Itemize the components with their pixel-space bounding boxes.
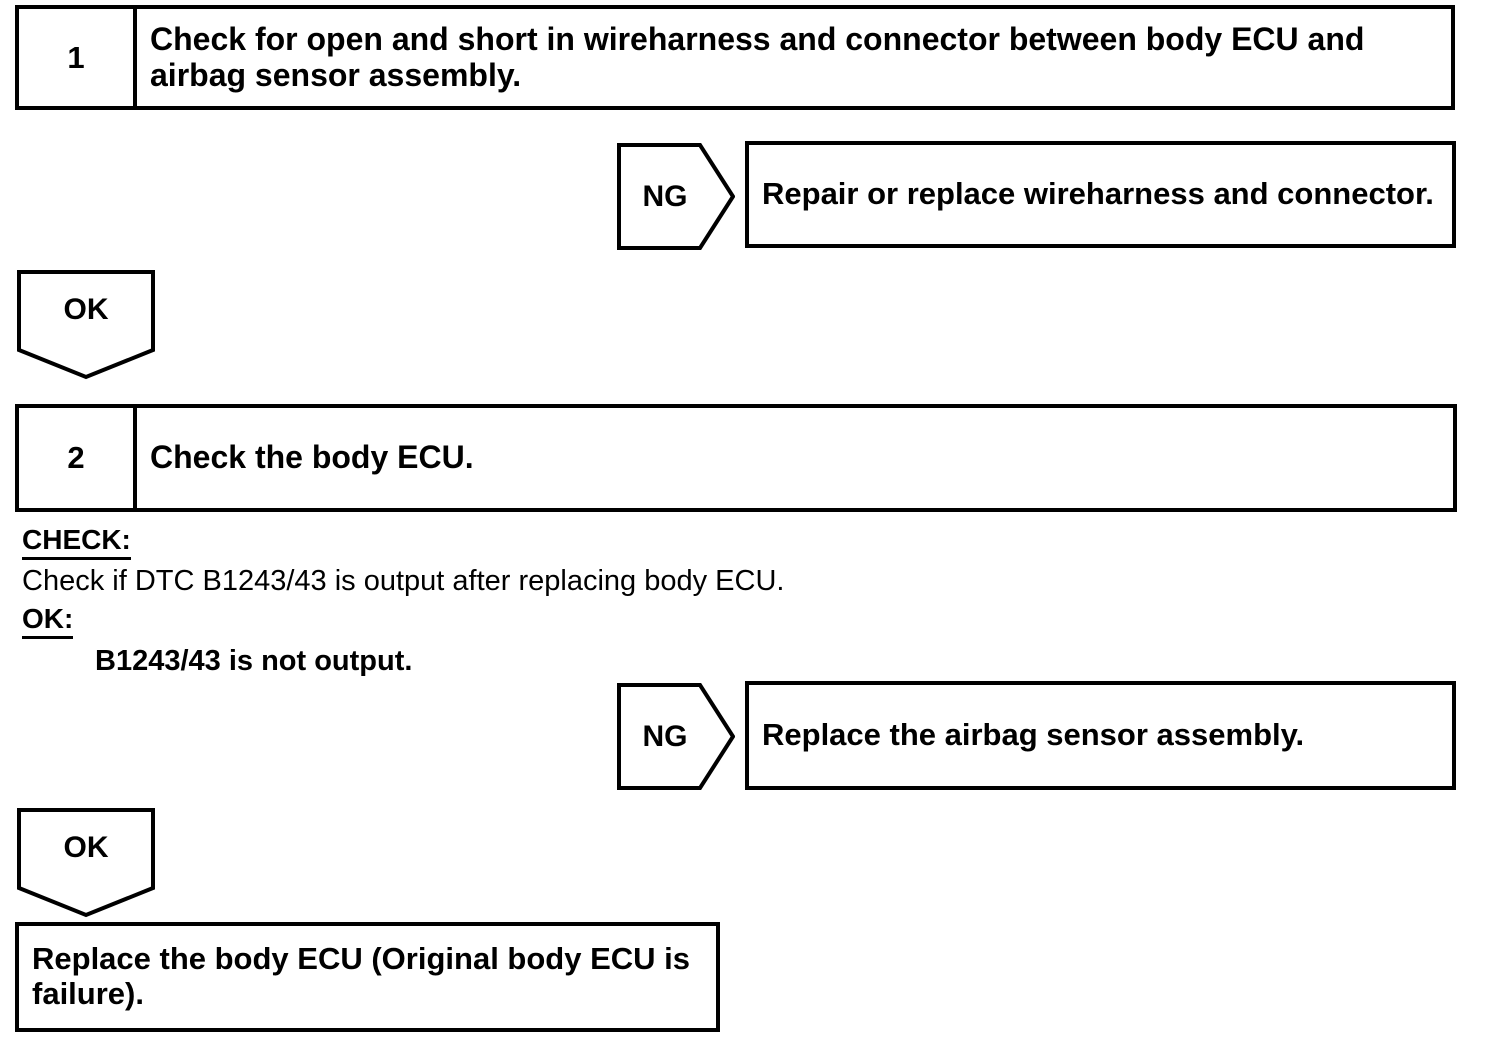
step-2-ng-action-text: Replace the airbag sensor assembly. xyxy=(762,717,1305,753)
ng-arrow-right-icon xyxy=(617,143,735,250)
check-heading: CHECK: xyxy=(22,524,131,561)
check-heading-text: CHECK: xyxy=(22,524,131,561)
step-1-number: 1 xyxy=(19,9,137,106)
ok-arrow-down-icon xyxy=(17,808,155,918)
step-2-ng-action-box: Replace the airbag sensor assembly. xyxy=(745,681,1456,790)
step-2-ng-connector: NG xyxy=(617,683,735,790)
final-action-text: Replace the body ECU (Original body ECU … xyxy=(32,941,690,1011)
step-2-ng-label: NG xyxy=(642,719,688,753)
final-action-box: Replace the body ECU (Original body ECU … xyxy=(15,922,720,1032)
step-1-ng-action-box: Repair or replace wireharness and connec… xyxy=(745,141,1456,248)
ng-arrow-right-icon xyxy=(617,683,735,790)
check-description: Check if DTC B1243/43 is output after re… xyxy=(22,565,785,597)
step-1-ng-connector: NG xyxy=(617,143,735,250)
step-2-box: 2 Check the body ECU. xyxy=(15,404,1457,512)
step-2-ok-label: OK xyxy=(63,831,109,864)
step-1-ng-action-text: Repair or replace wireharness and connec… xyxy=(762,176,1434,212)
step-2-ok-connector: OK xyxy=(17,808,155,918)
step-1-ng-label: NG xyxy=(642,179,688,213)
step-1-ok-connector: OK xyxy=(17,270,155,380)
ok-arrow-down-icon xyxy=(17,270,155,380)
ok-heading-text: OK: xyxy=(22,603,74,640)
step-1-instruction: Check for open and short in wireharness … xyxy=(150,20,1365,93)
step-1-box: 1 Check for open and short in wireharnes… xyxy=(15,5,1455,110)
step-1-ok-label: OK xyxy=(63,293,109,326)
step-2-number: 2 xyxy=(19,408,137,508)
ok-condition: B1243/43 is not output. xyxy=(95,645,413,677)
ok-heading: OK: xyxy=(22,603,74,640)
step-2-instruction: Check the body ECU. xyxy=(150,439,474,476)
